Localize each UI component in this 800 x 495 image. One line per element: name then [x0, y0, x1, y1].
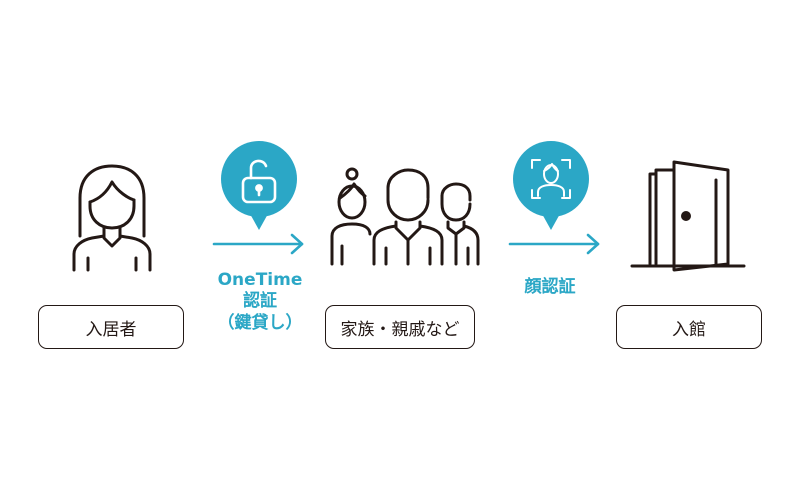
resident-person-icon — [72, 164, 152, 272]
face-auth-line: 顔認証 — [524, 277, 576, 297]
unlock-bubble — [221, 141, 297, 230]
arrow-2 — [508, 233, 600, 255]
resident-label-box: 入居者 — [38, 305, 184, 349]
arrow-1 — [212, 233, 304, 255]
family-group-icon — [330, 167, 480, 266]
entrance-label: 入館 — [672, 319, 706, 340]
onetime-auth-text: OneTime 認証 （鍵貸し） — [195, 270, 325, 334]
resident-label: 入居者 — [85, 319, 137, 340]
face-auth-text: 顔認証 — [500, 277, 600, 298]
face-scan-icon — [531, 159, 571, 199]
family-label-box: 家族・親戚など — [325, 305, 475, 349]
auth-line: 認証 — [243, 291, 277, 312]
unlock-icon — [241, 159, 277, 204]
onetime-line: OneTime — [217, 270, 303, 290]
family-label: 家族・親戚など — [340, 319, 460, 340]
entrance-label-box: 入館 — [616, 305, 762, 349]
open-door-icon — [630, 160, 746, 272]
key-lending-line: （鍵貸し） — [217, 312, 303, 333]
face-scan-bubble — [513, 141, 589, 230]
